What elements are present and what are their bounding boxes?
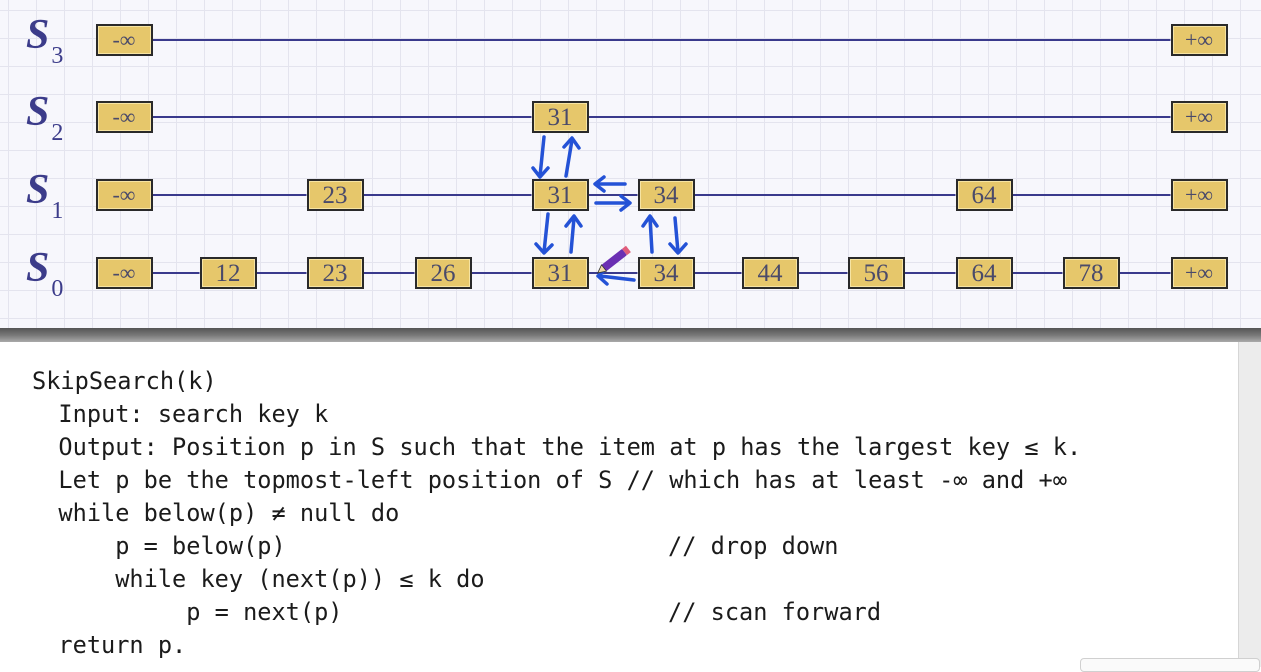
scrollbar-track[interactable]: [1238, 342, 1261, 667]
skip-list-node: 31: [531, 257, 589, 289]
arrow-down-icon: [668, 216, 688, 255]
skip-list-node: 26: [414, 257, 472, 289]
skip-list-node: 31: [531, 101, 589, 133]
skip-list-node: 44: [741, 257, 799, 289]
arrow-down-icon: [531, 135, 550, 179]
skip-list-node: -∞: [95, 24, 153, 56]
skip-list-node: 12: [199, 257, 257, 289]
skip-list-node: 31: [531, 179, 589, 211]
panel-divider: [0, 328, 1261, 342]
code-line-drop-down: p = below(p): [30, 532, 286, 560]
level-label-s3: S3: [26, 12, 64, 70]
code-line-inner-loop: while key (next(p)) ≤ k do: [30, 565, 485, 593]
arrow-down-icon: [534, 212, 554, 255]
skip-list-node: 78: [1062, 257, 1120, 289]
skip-list-node: -∞: [95, 101, 153, 133]
skip-list-node: 56: [847, 257, 905, 289]
level-label-s2: S2: [26, 89, 64, 147]
skip-list-node: -∞: [95, 179, 153, 211]
arrow-up-icon: [562, 136, 581, 178]
code-line-init: Let p be the topmost-left position of S …: [30, 466, 1067, 494]
level-label-s0: S0: [26, 245, 64, 303]
level-label-s1: S1: [26, 167, 64, 225]
pencil-icon: [596, 245, 631, 274]
code-line-output: Output: Position p in S such that the it…: [30, 433, 1082, 461]
code-line-scan: p = next(p): [30, 598, 343, 626]
skip-list-node: +∞: [1170, 257, 1228, 289]
arrow-up-icon: [641, 214, 659, 254]
code-line-outer-loop: while below(p) ≠ null do: [30, 499, 400, 527]
skip-list-node: 34: [637, 179, 695, 211]
pseudocode-panel: SkipSearch(k) Input: search key k Output…: [0, 342, 1238, 667]
skip-list-node: +∞: [1170, 101, 1228, 133]
comment-scan-forward: // scan forward: [668, 598, 882, 626]
code-line-input: Input: search key k: [30, 400, 329, 428]
skip-list-node: 64: [955, 257, 1013, 289]
arrow-up-icon: [564, 214, 583, 254]
skip-list-node: -∞: [95, 257, 153, 289]
comment-drop-down: // drop down: [668, 532, 839, 560]
skip-list-canvas: [152, 39, 1171, 286]
code-line-return: return p.: [30, 631, 187, 659]
skip-list-node: 34: [637, 257, 695, 289]
code-line-signature: SkipSearch(k): [32, 367, 217, 395]
skip-list-node: 23: [306, 257, 364, 289]
skip-list-node: 64: [955, 179, 1013, 211]
skip-list-node: +∞: [1170, 24, 1228, 56]
skip-list-node: 23: [306, 179, 364, 211]
arrow-left-icon: [593, 175, 627, 193]
skip-list-node: +∞: [1170, 179, 1228, 211]
bottom-corner-tab[interactable]: [1080, 658, 1260, 672]
arrow-right-icon: [594, 194, 632, 212]
